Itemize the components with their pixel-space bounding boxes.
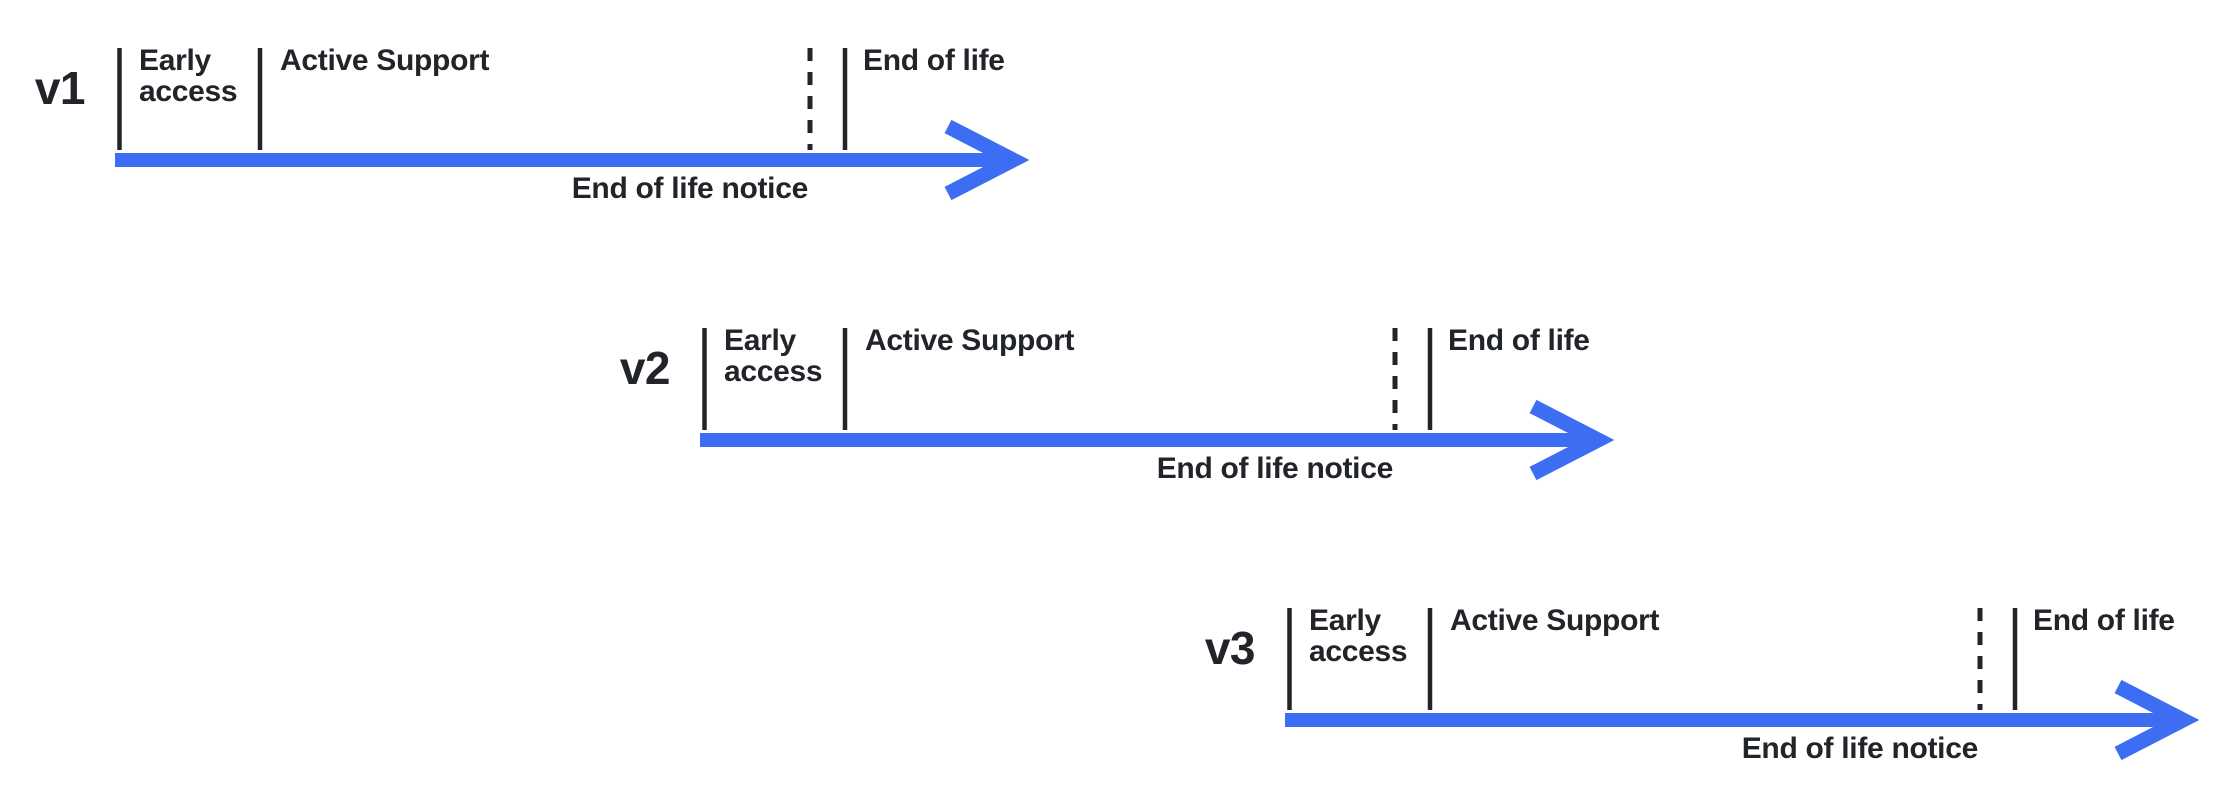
end-of-life-label: End of life xyxy=(2033,604,2175,637)
early-access-label: Early access xyxy=(139,44,238,108)
timeline-axis-v1 xyxy=(115,48,1030,201)
timeline-arrow-head-icon xyxy=(2114,679,2200,761)
end-of-life-notice-label: End of life notice xyxy=(571,172,809,205)
early-access-label: Early access xyxy=(1309,604,1408,668)
timeline-axis-v3 xyxy=(1285,608,2200,761)
version-label: v3 xyxy=(1204,622,1256,674)
active-support-label: Active Support xyxy=(1450,604,1660,637)
timeline-arrow-head-icon xyxy=(944,119,1030,201)
end-of-life-label: End of life xyxy=(1448,324,1590,357)
end-of-life-notice-label: End of life notice xyxy=(1156,452,1394,485)
timeline-axis-v2 xyxy=(700,328,1615,481)
early-access-label: Early access xyxy=(724,324,823,388)
version-label: v1 xyxy=(34,62,86,114)
timeline-v2: v2 Early access Active Support End of li… xyxy=(620,324,1650,498)
timeline-v3: v3 Early access Active Support End of li… xyxy=(1205,604,2228,778)
active-support-label: Active Support xyxy=(865,324,1075,357)
end-of-life-notice-label: End of life notice xyxy=(1741,732,1979,765)
active-support-label: Active Support xyxy=(280,44,490,77)
version-label: v2 xyxy=(619,342,671,394)
timeline-v1: v1 Early access Active Support End of li… xyxy=(35,44,1065,218)
timeline-arrow-head-icon xyxy=(1529,399,1615,481)
end-of-life-label: End of life xyxy=(863,44,1005,77)
